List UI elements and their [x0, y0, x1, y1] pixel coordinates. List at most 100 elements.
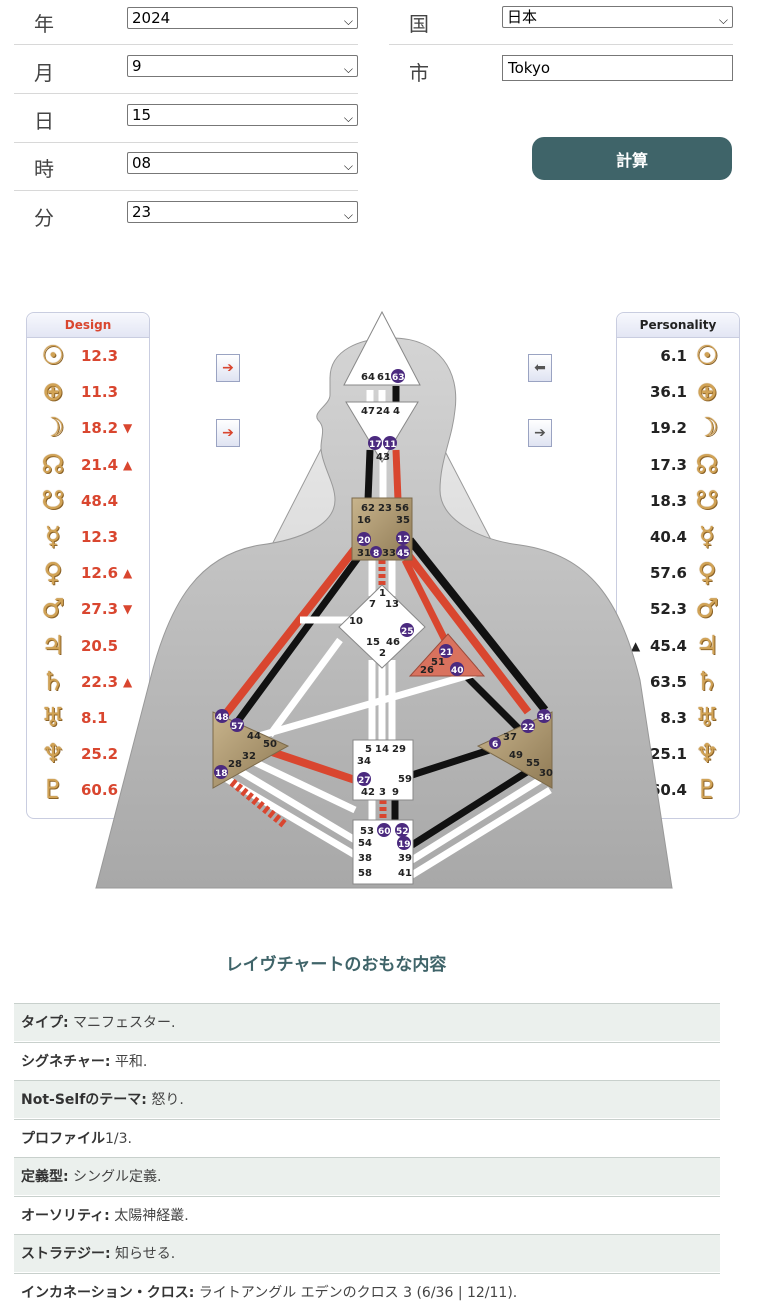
personality-row: ☋ 18.3 [617, 486, 739, 516]
gate-30: 30 [539, 768, 553, 779]
gate-29: 29 [392, 744, 406, 755]
chevron-down-icon: ⌵ [343, 159, 353, 173]
planet-gate-value: 8.3 [660, 709, 687, 727]
gate-46: 46 [386, 637, 400, 648]
gate-21: 21 [440, 648, 453, 658]
gate-19: 19 [398, 840, 411, 850]
exalted-arrow-icon: ▲ [123, 457, 133, 472]
planet-gate-value: 48.4 [81, 491, 119, 510]
pluto-icon: ♇ [695, 775, 719, 806]
day-label: 日 [34, 109, 54, 133]
gate-58: 58 [358, 868, 372, 879]
gate-49: 49 [509, 750, 523, 761]
minute-select[interactable]: 23 ⌵ [127, 201, 358, 223]
hour-value: 08 [132, 154, 152, 172]
personality-arrow-right-icon[interactable]: ➔ [528, 419, 552, 447]
design-row: ☽18.2▼ [27, 413, 149, 443]
hour-label: 時 [34, 157, 54, 181]
personality-row: ♅ 8.3 [617, 703, 739, 733]
calculate-button[interactable]: 計算 [532, 137, 732, 180]
uranus-icon: ♅ [41, 703, 65, 733]
earth-icon: ⊕ [42, 377, 64, 408]
gate-28: 28 [228, 759, 242, 770]
summary-row: ストラテジー: 知らせる. [14, 1234, 720, 1272]
planet-gate-value: 22.3 [81, 672, 119, 691]
gate-57: 57 [231, 722, 244, 732]
planet-gate-value: 21.4 [81, 455, 119, 474]
year-select[interactable]: 2024 ⌵ [127, 7, 358, 29]
design-row: ♆25.2 [27, 739, 149, 769]
gate-4: 4 [393, 406, 400, 417]
planet-gate-value: 63.5 [649, 672, 687, 691]
summary-row: シグネチャー: 平和. [14, 1041, 720, 1080]
design-arrow-right-icon-2[interactable]: ➔ [216, 419, 240, 447]
gate-1: 1 [379, 588, 386, 599]
gate-45: 45 [397, 549, 410, 559]
gate-44: 44 [247, 731, 261, 742]
year-value: 2024 [132, 9, 171, 27]
gate-7: 7 [369, 599, 376, 610]
south-node-icon: ☋ [695, 485, 719, 516]
solar-plexus-center [476, 711, 553, 789]
summary-value: 怒り. [146, 1092, 184, 1108]
saturn-icon: ♄ [41, 666, 65, 697]
design-row: ♄22.3▲ [27, 667, 149, 697]
hour-select[interactable]: 08 ⌵ [127, 152, 358, 174]
personality-arrow-left-icon[interactable]: ⬅ [528, 354, 552, 382]
design-arrow-right-icon[interactable]: ➔ [216, 354, 240, 382]
form-row-year: 年 2024 ⌵ [14, 0, 358, 45]
design-row: ♂27.3▼ [27, 594, 149, 624]
month-select[interactable]: 9 ⌵ [127, 55, 358, 77]
minute-label: 分 [34, 206, 54, 230]
summary-label: タイプ: [21, 1015, 69, 1031]
chevron-down-icon: ⌵ [343, 208, 353, 222]
summary-label: シグネチャー: [21, 1053, 111, 1070]
country-label: 国 [409, 12, 429, 36]
summary-title: レイヴチャートのおもな内容 [225, 955, 447, 975]
personality-row: ♇60.4 [617, 775, 739, 805]
gate-54: 54 [358, 838, 372, 849]
country-select[interactable]: 日本 ⌵ [502, 6, 733, 28]
gate-40: 40 [451, 666, 464, 676]
design-table: Design ☉12.3⊕11.3☽18.2▼☊21.4▲☋48.4☿12.3♀… [26, 312, 150, 819]
gate-23: 23 [378, 503, 392, 514]
summary-label: Not-Selfのテーマ: [21, 1092, 147, 1108]
gate-33: 33 [382, 548, 396, 559]
city-input[interactable]: Tokyo [502, 55, 733, 81]
gate-52: 52 [396, 827, 409, 837]
gate-9: 9 [392, 787, 399, 798]
form-row-hour: 時 08 ⌵ [14, 142, 358, 191]
form-row-city: 市 Tokyo [389, 45, 733, 93]
gate-38: 38 [358, 853, 372, 864]
planet-gate-value: 25.1 [649, 745, 687, 764]
gate-11: 11 [384, 440, 397, 450]
south-node-icon: ☋ [41, 485, 65, 516]
summary-value: 知らせる. [110, 1246, 176, 1262]
gate-60: 60 [378, 827, 391, 837]
gate-3: 3 [379, 787, 386, 798]
form-row-country: 国 日本 ⌵ [389, 0, 733, 45]
design-row: ☿12.3 [27, 522, 149, 552]
year-label: 年 [34, 12, 54, 36]
summary-row: インカネーション・クロス: ライトアングル エデンのクロス 3 (6/36 | … [14, 1272, 720, 1311]
summary-value: マニフェスター. [68, 1015, 176, 1031]
gate-5: 5 [365, 744, 372, 755]
uranus-icon: ♅ [695, 703, 719, 733]
gate-15: 15 [366, 637, 380, 648]
spleen-center [212, 711, 290, 789]
gate-55: 55 [526, 758, 540, 769]
summary-row: 定義型: シングル定義. [14, 1157, 720, 1195]
day-select[interactable]: 15 ⌵ [127, 104, 358, 126]
jupiter-icon: ♃ [41, 630, 65, 661]
design-row: ☊21.4▲ [27, 450, 149, 480]
gate-18: 18 [215, 769, 228, 779]
mercury-icon: ☿ [45, 522, 61, 552]
exalted-arrow-icon: ▲ [631, 638, 641, 653]
day-value: 15 [132, 106, 152, 124]
planet-gate-value: 19.2 [649, 419, 687, 438]
gate-34: 34 [357, 756, 371, 767]
planet-gate-value: 18.3 [649, 491, 687, 510]
planet-gate-value: 18.2 [81, 419, 119, 438]
detriment-arrow-icon: ▼ [123, 602, 133, 617]
summary-label: プロファイル [21, 1130, 105, 1147]
